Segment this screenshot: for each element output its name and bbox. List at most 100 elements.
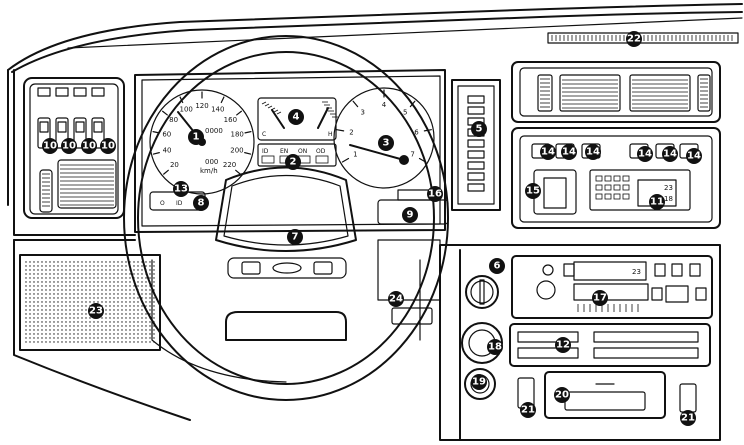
svg-text:2: 2: [290, 157, 297, 168]
svg-text:1: 1: [193, 132, 200, 143]
tacho-tick-label: 6: [414, 128, 419, 136]
callout-5: 5: [471, 121, 487, 137]
lower-dash-strip: [377, 239, 441, 325]
speedo-tick-label: 180: [231, 131, 244, 139]
warning-label: EN: [280, 148, 288, 155]
svg-text:7: 7: [292, 232, 299, 243]
climate-secondary: 18: [664, 195, 673, 203]
radio-frequency: 23: [632, 268, 641, 276]
tacho-tick-label: 5: [403, 109, 407, 117]
callout-14: 14: [585, 144, 601, 160]
callout-6: 6: [489, 258, 505, 274]
svg-text:15: 15: [526, 186, 540, 197]
callout-14: 14: [637, 146, 653, 162]
callout-3: 3: [378, 135, 394, 151]
tacho-tick-label: 7: [410, 151, 414, 159]
callout-20: 20: [554, 387, 570, 403]
speedo-tick-label: 80: [169, 116, 178, 124]
callout-11: 11: [649, 194, 665, 210]
speedo-tick-label: 140: [211, 106, 224, 114]
callout-17: 17: [592, 290, 608, 306]
defrost-vent: [547, 32, 739, 44]
speedo-tick-label: 100: [180, 106, 193, 114]
callout-14: 14: [561, 144, 577, 160]
callout-7: 7: [287, 229, 303, 245]
callout-23: 23: [88, 303, 104, 319]
callout-24: 24: [388, 291, 404, 307]
callout-21: 21: [520, 402, 536, 418]
speedo-tick-label: 120: [195, 102, 208, 110]
svg-text:23: 23: [89, 306, 103, 317]
svg-text:10: 10: [101, 141, 115, 152]
temp-mark-h: H: [328, 131, 333, 138]
svg-text:19: 19: [472, 377, 486, 388]
speedo-tick-label: 160: [224, 116, 237, 124]
svg-text:14: 14: [586, 147, 600, 158]
callout-10: 10: [81, 138, 97, 154]
callout-12: 12: [555, 337, 571, 353]
svg-text:20: 20: [555, 390, 569, 401]
svg-text:22: 22: [627, 34, 641, 45]
speedo-tick-label: 220: [223, 161, 236, 169]
callout-19: 19: [471, 374, 487, 390]
lightswitch-label-2: ID: [176, 200, 183, 207]
svg-text:21: 21: [521, 405, 535, 416]
svg-text:16: 16: [428, 189, 442, 200]
svg-text:21: 21: [681, 413, 695, 424]
svg-text:10: 10: [62, 141, 76, 152]
climate-panel: 23 18: [511, 127, 721, 229]
svg-text:3: 3: [383, 138, 390, 149]
svg-text:14: 14: [663, 149, 677, 160]
svg-text:24: 24: [389, 294, 403, 305]
tacho-tick-label: 4: [382, 101, 387, 109]
steering-wheel: [123, 35, 449, 401]
svg-text:18: 18: [488, 342, 502, 353]
svg-text:10: 10: [43, 141, 57, 152]
svg-text:14: 14: [638, 149, 652, 160]
callout-15: 15: [525, 183, 541, 199]
svg-text:12: 12: [556, 340, 570, 351]
speedo-tick-label: 20: [170, 161, 179, 169]
svg-text:11: 11: [650, 197, 664, 208]
right-vent-block: [511, 61, 721, 123]
mid-column-controls: [451, 79, 501, 211]
temp-mark-c: C: [262, 131, 266, 138]
callout-14: 14: [662, 146, 678, 162]
svg-text:10: 10: [82, 141, 96, 152]
callout-4: 4: [288, 109, 304, 125]
lower-left-panel: [13, 239, 191, 421]
callout-22: 22: [626, 31, 642, 47]
warning-label: ON: [298, 148, 307, 155]
svg-text:8: 8: [198, 198, 205, 209]
tacho-tick-label: 3: [361, 109, 365, 117]
speedo-trip: 000: [205, 158, 218, 166]
callout-2: 2: [285, 154, 301, 170]
left-panel: [13, 69, 136, 236]
callout-16: 16: [427, 186, 443, 202]
svg-text:6: 6: [494, 261, 501, 272]
rocker-switch-4: [91, 117, 105, 149]
callout-13: 13: [173, 181, 189, 197]
svg-text:5: 5: [476, 124, 483, 135]
callout-10: 10: [100, 138, 116, 154]
rocker-switch-3: [73, 117, 87, 149]
callout-18: 18: [487, 339, 503, 355]
svg-text:17: 17: [593, 293, 607, 304]
callout-10: 10: [42, 138, 58, 154]
climate-temp: 23: [664, 184, 673, 192]
speedo-tick-label: 200: [230, 147, 243, 155]
callout-14: 14: [540, 144, 556, 160]
svg-text:14: 14: [541, 147, 555, 158]
tacho-tick-label: 1: [353, 151, 357, 159]
warning-label: OD: [316, 148, 326, 155]
lightswitch-label-1: O: [160, 200, 165, 207]
svg-text:14: 14: [562, 147, 576, 158]
speedo-odometer: 0000: [205, 127, 223, 135]
speedo-tick-label: 40: [163, 147, 172, 155]
svg-text:13: 13: [174, 184, 188, 195]
tacho-tick-label: 2: [349, 128, 353, 136]
svg-text:14: 14: [687, 151, 701, 162]
callout-1: 1: [188, 129, 204, 145]
